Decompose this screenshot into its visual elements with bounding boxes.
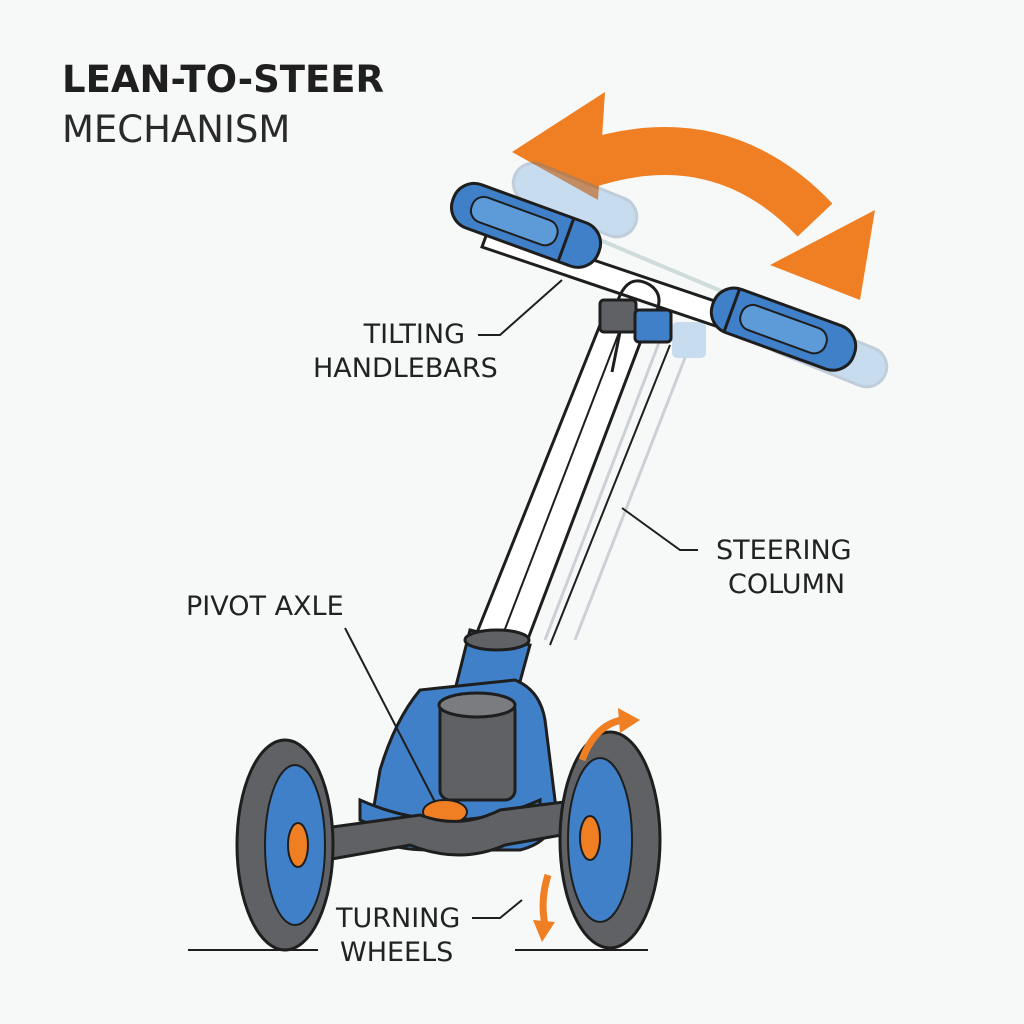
label-handlebars-line2: HANDLEBARS [313,353,498,384]
label-pivot: PIVOT AXLE [186,590,344,624]
label-handlebars-line1: TILTING [363,319,465,350]
wheel-arrow-bottom-icon [533,873,555,942]
leader-column [621,507,698,551]
label-wheels-line2: WHEELS [340,937,454,968]
left-grip [450,181,603,269]
pivot-cylinder [422,691,517,825]
right-grip [709,286,858,372]
label-pivot-text: PIVOT AXLE [186,591,344,622]
steering-column [467,323,671,662]
label-handlebars: TILTING [300,318,465,352]
label-column: STEERING [716,534,852,568]
leader-wheels [472,899,523,919]
diagram-title: LEAN-TO-STEER [62,58,385,101]
ghost-handlebar [511,161,889,641]
diagram-subtitle: MECHANISM [62,108,291,151]
label-column-line2: COLUMN [728,569,846,600]
tilt-arrow-icon [512,92,875,300]
right-wheel [558,730,662,950]
label-column-line1: STEERING [716,535,852,566]
label-handlebars-2: HANDLEBARS [313,352,498,386]
label-wheels: TURNING [336,902,460,936]
leader-handlebars [478,279,563,336]
handlebar-clamp [598,298,673,373]
label-wheels-line1: TURNING [336,903,461,934]
axle-bar [308,798,592,864]
label-column-2: COLUMN [728,568,845,602]
label-wheels-2: WHEELS [340,936,453,970]
wheel-arrow-top-icon [578,708,640,762]
left-wheel [235,738,335,952]
leader-pivot [344,627,436,803]
